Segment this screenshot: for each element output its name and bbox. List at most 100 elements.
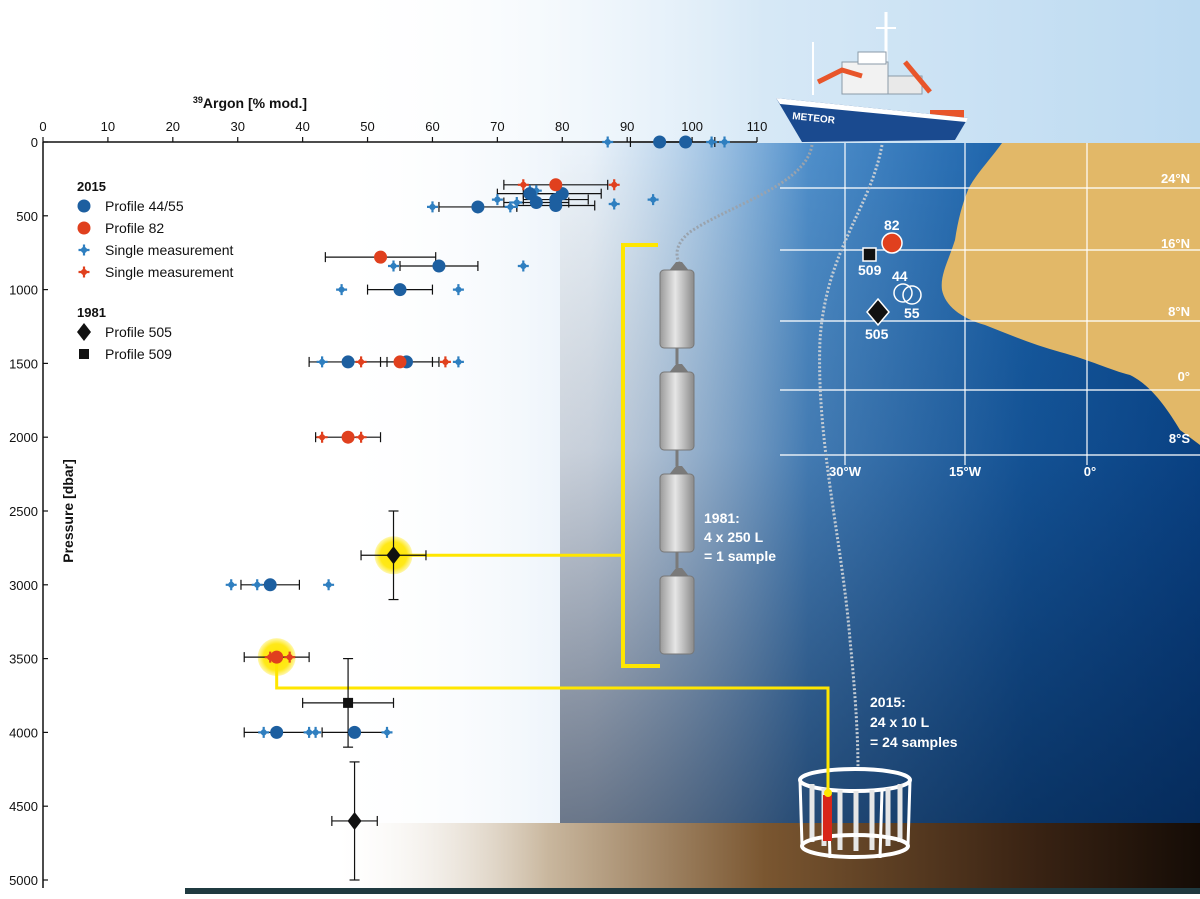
- legend-group-title: 2015: [77, 179, 106, 194]
- ship-name: METEOR: [792, 111, 836, 126]
- connector-2015-end: [824, 789, 832, 797]
- station-505-label: 505: [865, 326, 889, 342]
- data-point-diamond: [347, 811, 362, 830]
- data-point-star: [608, 179, 620, 191]
- lat-label: 24°N: [1161, 171, 1190, 186]
- station-44-marker: [893, 283, 913, 303]
- data-point-star: [355, 431, 367, 443]
- station-82-label: 82: [884, 217, 900, 233]
- data-point-star: [439, 356, 451, 368]
- svg-text:1981:: 1981:: [704, 510, 740, 526]
- x-tick-label: 50: [360, 119, 374, 134]
- data-point-circle: [393, 283, 407, 297]
- legend-label: Profile 505: [105, 324, 172, 340]
- bottom-strip: [185, 888, 1200, 894]
- water-sampler-cylinder: [659, 262, 695, 349]
- africa-land: [941, 143, 1200, 445]
- x-tick-label: 0: [39, 119, 46, 134]
- data-point-star: [316, 356, 328, 368]
- data-point-circle: [549, 198, 563, 212]
- data-point-star: [251, 579, 263, 591]
- lat-label: 8°S: [1169, 431, 1190, 446]
- svg-text:24 x 10 L: 24 x 10 L: [870, 714, 930, 730]
- data-point-star: [719, 136, 730, 148]
- data-point-star: [517, 179, 529, 191]
- data-point-circle: [471, 200, 485, 214]
- svg-text:4 x 250 L: 4 x 250 L: [704, 529, 764, 545]
- station-509-label: 509: [858, 262, 882, 278]
- data-point-circle: [270, 650, 284, 664]
- y-tick-label: 1500: [9, 356, 38, 371]
- data-point-square: [343, 697, 354, 708]
- seafloor: [330, 823, 1200, 894]
- y-tick-label: 2000: [9, 430, 38, 445]
- station-82-marker: [881, 232, 903, 254]
- legend-label: Single measurement: [105, 264, 234, 280]
- lon-label: 30°W: [829, 464, 862, 479]
- legend-label: Profile 82: [105, 220, 164, 236]
- data-point-circle: [679, 135, 693, 149]
- y-tick-label: 500: [16, 209, 38, 224]
- data-point-star: [517, 260, 529, 272]
- y-tick-label: 1000: [9, 283, 38, 298]
- data-point-circle: [374, 250, 388, 264]
- water-sampler-cylinder: [659, 568, 695, 655]
- ship-hull: [776, 98, 968, 142]
- lat-label: 0°: [1178, 369, 1190, 384]
- research-ship: METEOR: [776, 12, 968, 142]
- y-tick-label: 0: [31, 135, 38, 150]
- data-point-star: [381, 726, 393, 738]
- legend-marker: [78, 244, 90, 256]
- y-tick-label: 4500: [9, 799, 38, 814]
- svg-text:2015:: 2015:: [870, 694, 906, 710]
- y-axis-title: Pressure [dbar]: [60, 459, 76, 562]
- map-labels: 24°N 16°N 8°N 0° 8°S 30°W 15°W 0°: [829, 171, 1190, 479]
- data-point-star: [608, 198, 620, 210]
- y-tick-label: 2500: [9, 504, 38, 519]
- data-point-star: [310, 726, 322, 738]
- legend-marker: [78, 266, 90, 278]
- data-point-circle: [348, 725, 362, 739]
- data-point-star: [284, 651, 296, 663]
- data-point-star: [258, 726, 270, 738]
- x-tick-label: 40: [295, 119, 309, 134]
- lon-label: 15°W: [949, 464, 982, 479]
- legend-label: Single measurement: [105, 242, 234, 258]
- data-point-diamond: [386, 546, 401, 565]
- sky: [330, 0, 1200, 143]
- x-tick-label: 90: [620, 119, 634, 134]
- lat-label: 16°N: [1161, 236, 1190, 251]
- data-point-star: [323, 579, 335, 591]
- data-point-circle: [263, 578, 277, 592]
- lat-label: 8°N: [1168, 304, 1190, 319]
- x-tick-label: 80: [555, 119, 569, 134]
- data-point-star: [452, 356, 464, 368]
- station-509-marker: [862, 247, 877, 262]
- legend-label: Profile 44/55: [105, 198, 184, 214]
- data-point-star: [387, 260, 400, 272]
- data-point-star: [336, 284, 348, 296]
- rosette-sampler: [798, 767, 912, 859]
- data-point-star: [511, 196, 523, 209]
- legend-marker: [77, 323, 91, 341]
- legend-group-title: 1981: [77, 305, 106, 320]
- data-point-star: [706, 136, 718, 148]
- x-tick-label: 60: [425, 119, 439, 134]
- x-tick-label: 10: [101, 119, 115, 134]
- data-point-circle: [432, 259, 446, 273]
- x-axis-title: 39Argon [% mod.]: [193, 95, 307, 111]
- rosette-active-bottle: [823, 795, 832, 841]
- x-tick-label: 110: [747, 119, 768, 134]
- x-tick-label: 20: [166, 119, 180, 134]
- data-point-circle: [549, 178, 563, 192]
- legend-label: Profile 509: [105, 346, 172, 362]
- data-point-circle: [653, 135, 667, 149]
- cables: [675, 144, 884, 771]
- station-44-label: 44: [892, 268, 908, 284]
- data-point-star: [504, 201, 516, 213]
- map-grid: [780, 143, 1200, 465]
- data-point-circle: [393, 355, 407, 369]
- y-tick-label: 5000: [9, 873, 38, 888]
